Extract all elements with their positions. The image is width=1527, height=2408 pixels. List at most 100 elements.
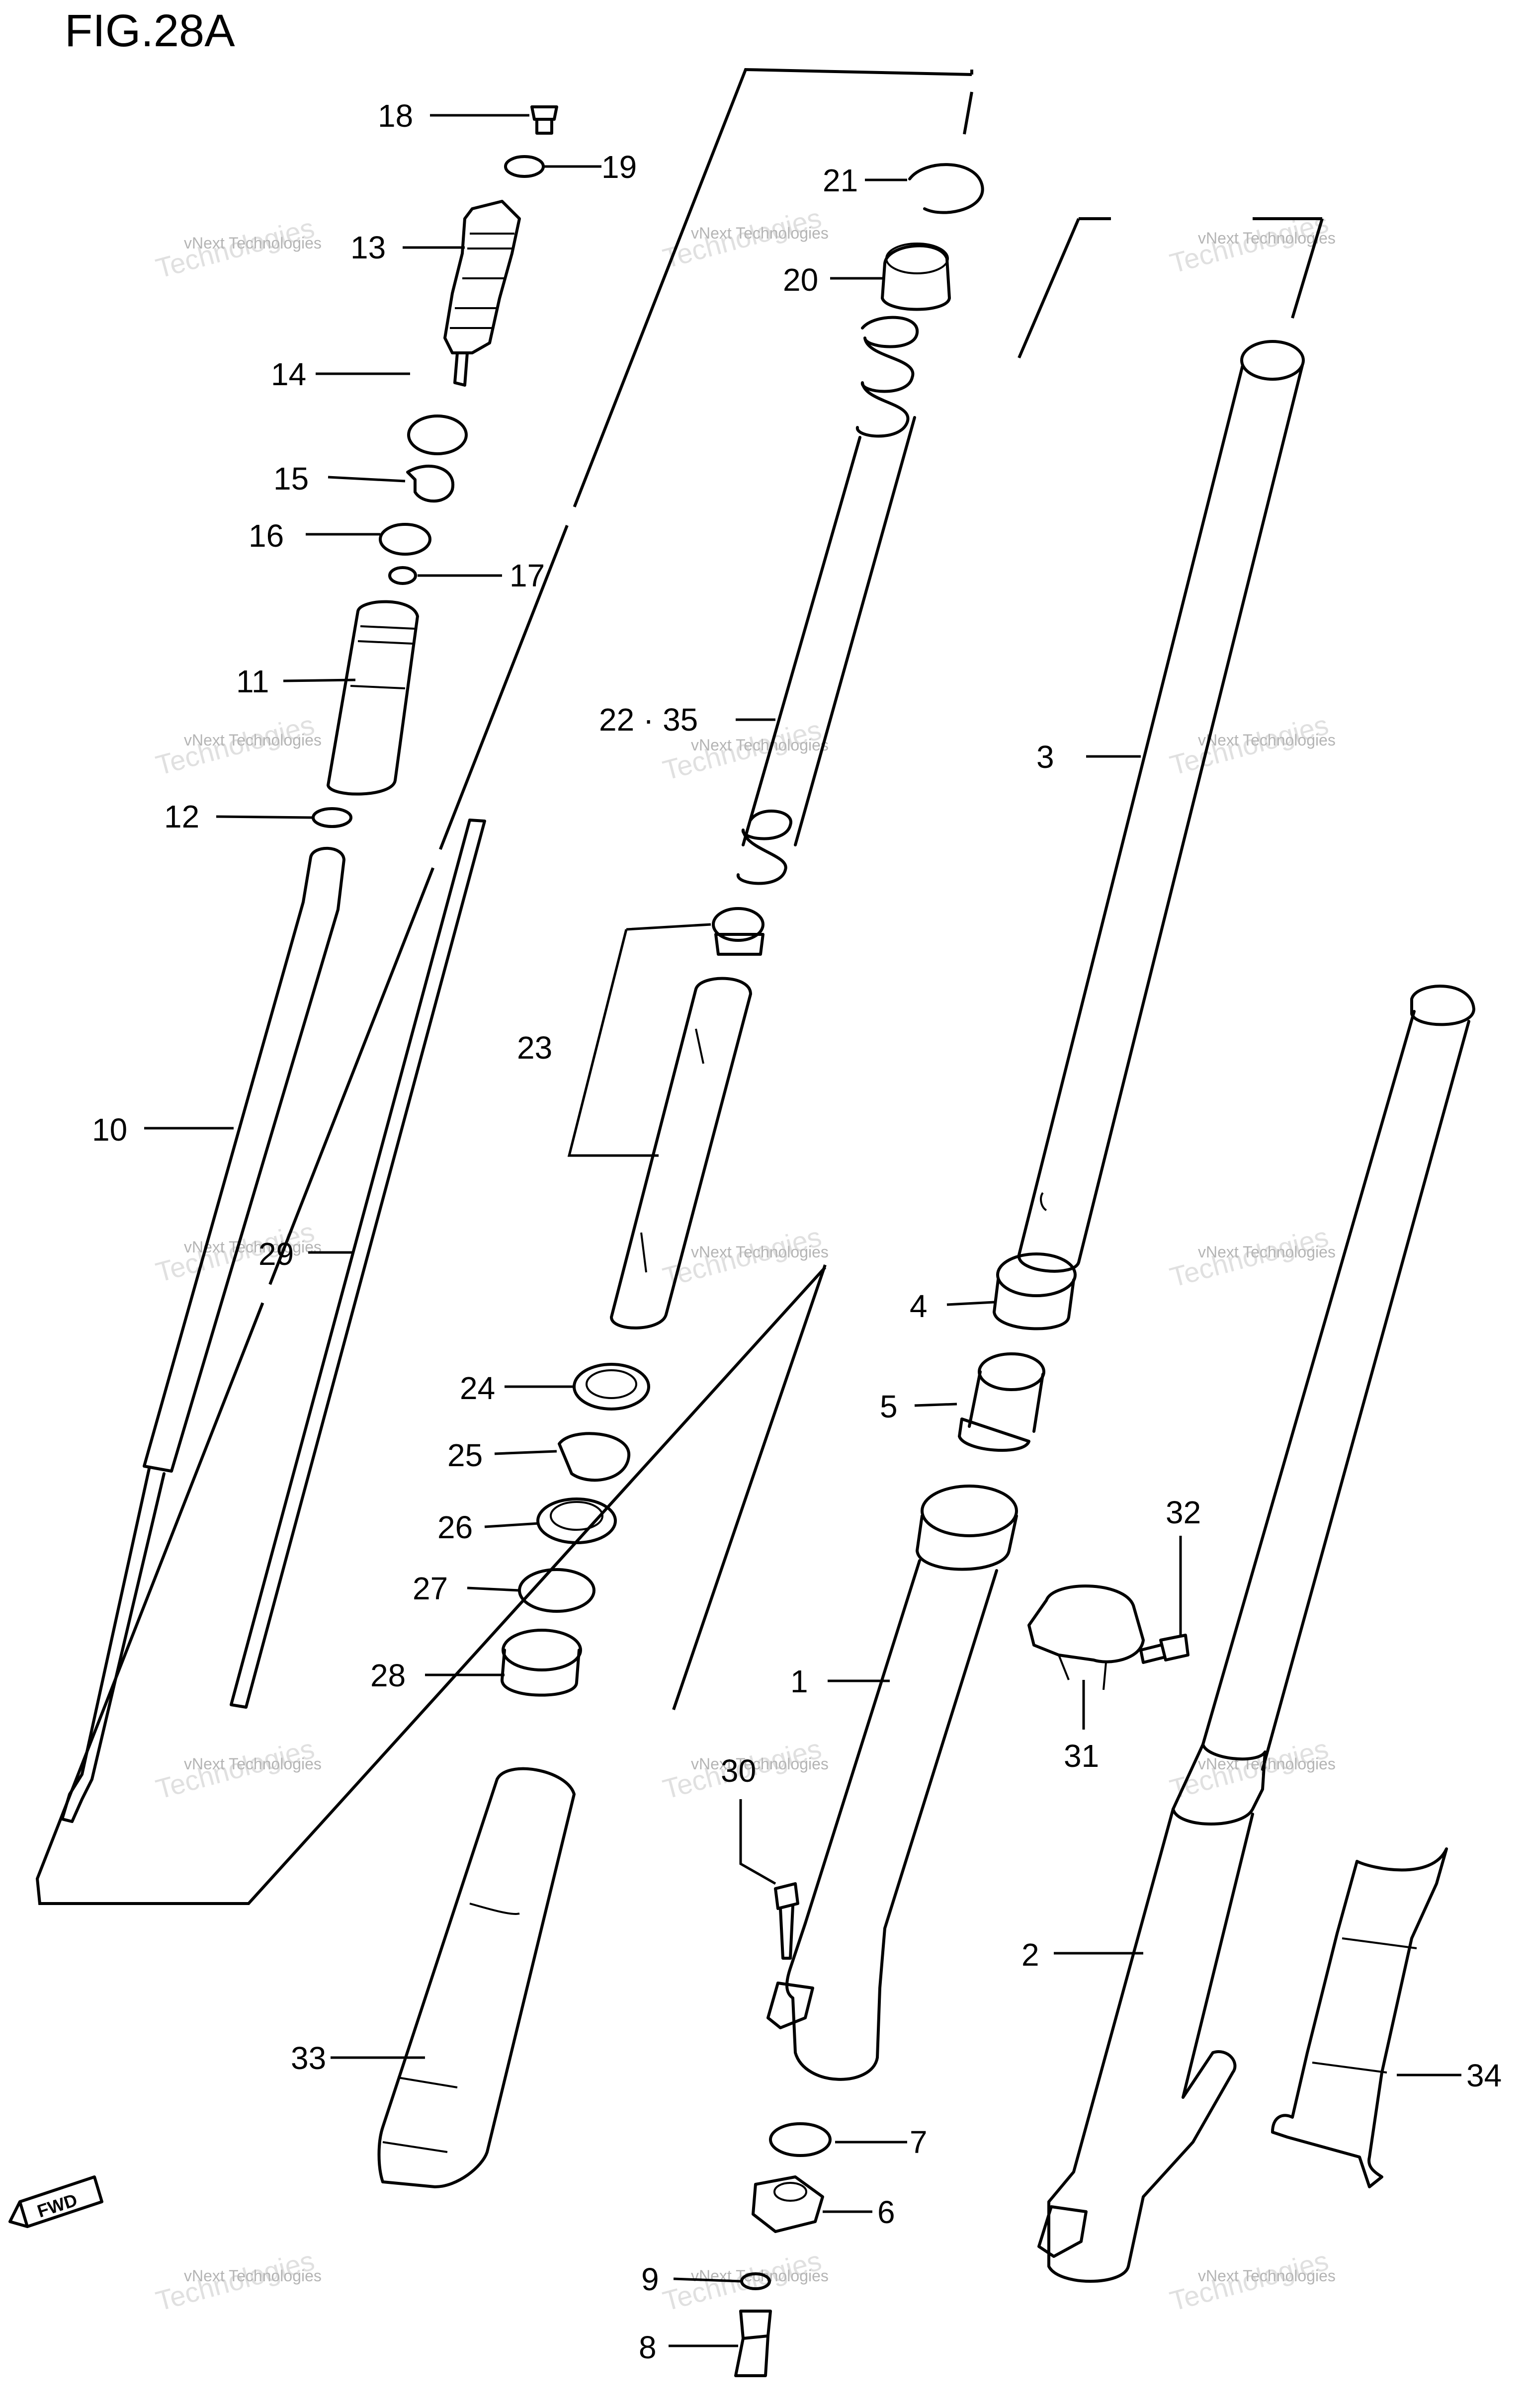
part-6-nut [752, 2175, 824, 2233]
label-5: 5 [880, 1389, 898, 1424]
svg-text:Technologies: Technologies [1167, 709, 1332, 781]
part-32-bolt [1139, 1634, 1189, 1664]
svg-text:Technologies: Technologies [153, 1733, 318, 1805]
svg-text:vNext Technologies: vNext Technologies [691, 736, 829, 754]
svg-text:vNext Technologies: vNext Technologies [691, 1243, 829, 1261]
label-28: 28 [370, 1658, 406, 1693]
part-24-seal [573, 1363, 650, 1411]
assembly-frames [35, 68, 1324, 1905]
label-25: 25 [447, 1437, 483, 1473]
svg-text:vNext Technologies: vNext Technologies [1198, 2267, 1336, 2285]
svg-text:vNext Technologies: vNext Technologies [184, 1755, 322, 1773]
svg-text:vNext Technologies: vNext Technologies [1198, 229, 1336, 247]
label-21: 21 [823, 163, 858, 198]
part-26-bushing [536, 1497, 617, 1544]
inner-cartridge-frame [35, 68, 973, 1905]
label-11: 11 [236, 664, 269, 699]
part-33-fork-guard [377, 1767, 576, 2188]
leader-lines [144, 114, 1461, 2347]
part-21-circlip [908, 163, 984, 214]
part-13-adjuster [443, 200, 521, 387]
part-8-bolt [734, 2310, 772, 2377]
part-7-o-ring [769, 2122, 832, 2157]
svg-text:vNext Technologies: vNext Technologies [691, 224, 829, 242]
svg-text:vNext Technologies: vNext Technologies [184, 234, 322, 252]
fwd-badge: FWD [8, 2175, 103, 2228]
svg-text:vNext Technologies: vNext Technologies [691, 1755, 829, 1773]
svg-text:vNext Technologies: vNext Technologies [691, 2267, 829, 2285]
part-34-fork-guard [1271, 1847, 1448, 2188]
part-17-small-ring [388, 566, 417, 585]
figure-title: FIG.28A [65, 5, 235, 56]
label-30: 30 [721, 1753, 756, 1789]
svg-text:Technologies: Technologies [153, 709, 318, 781]
svg-text:vNext Technologies: vNext Technologies [1198, 1243, 1336, 1261]
svg-text:vNext Technologies: vNext Technologies [184, 731, 322, 749]
label-23: 23 [517, 1030, 552, 1066]
label-12: 12 [164, 799, 199, 834]
label-13: 13 [350, 230, 386, 265]
part-4-bushing [993, 1252, 1077, 1330]
part-31-clamp [1027, 1584, 1145, 1690]
label-2: 2 [1021, 1937, 1039, 1973]
svg-text:vNext Technologies: vNext Technologies [1198, 731, 1336, 749]
part-9-washer [740, 2272, 771, 2290]
part-15-clip [406, 464, 455, 503]
label-29: 29 [258, 1236, 294, 1272]
svg-text:Technologies: Technologies [153, 212, 318, 284]
svg-text:Technologies: Technologies [153, 2244, 318, 2317]
part-1-outer-tube [766, 1485, 1018, 2081]
part-11-holder [327, 600, 419, 796]
part-19-washer [504, 155, 545, 178]
label-26: 26 [437, 1509, 473, 1545]
part-25-clip [558, 1432, 631, 1482]
label-32: 32 [1166, 1495, 1201, 1530]
svg-text:vNext Technologies: vNext Technologies [184, 2267, 322, 2285]
label-10: 10 [92, 1112, 127, 1148]
label-6: 6 [877, 2194, 895, 2230]
part-5-guide [958, 1352, 1045, 1452]
label-4: 4 [910, 1288, 928, 1324]
label-15: 15 [273, 461, 309, 497]
svg-text:Technologies: Technologies [1167, 2244, 1332, 2317]
label-22-35: 22 · 35 [599, 702, 698, 738]
part-22-35-spring [737, 316, 919, 885]
label-20: 20 [783, 262, 818, 298]
label-3: 3 [1036, 739, 1054, 775]
label-34: 34 [1466, 2058, 1502, 2093]
part-16-ring [379, 523, 431, 556]
part-3-inner-tube [1018, 340, 1305, 1273]
part-30-bolt [739, 1799, 799, 1960]
part-20-cap [881, 243, 951, 311]
label-1: 1 [790, 1663, 808, 1699]
label-16: 16 [249, 518, 284, 554]
label-17: 17 [509, 558, 545, 593]
part-12-washer [312, 807, 352, 828]
part-29-rod [230, 819, 486, 1709]
label-31: 31 [1064, 1738, 1099, 1774]
outer-tube-frame [1018, 217, 1324, 359]
label-33: 33 [291, 2040, 326, 2076]
label-8: 8 [639, 2329, 657, 2365]
label-27: 27 [413, 1571, 448, 1606]
label-19: 19 [601, 149, 637, 185]
svg-text:Technologies: Technologies [660, 1221, 825, 1293]
part-14-o-ring [407, 415, 468, 455]
label-14: 14 [271, 356, 306, 392]
label-24: 24 [460, 1370, 495, 1406]
part-23-cylinder [567, 907, 764, 1329]
part-10-damper-rod [61, 846, 345, 1823]
label-18: 18 [378, 98, 413, 134]
